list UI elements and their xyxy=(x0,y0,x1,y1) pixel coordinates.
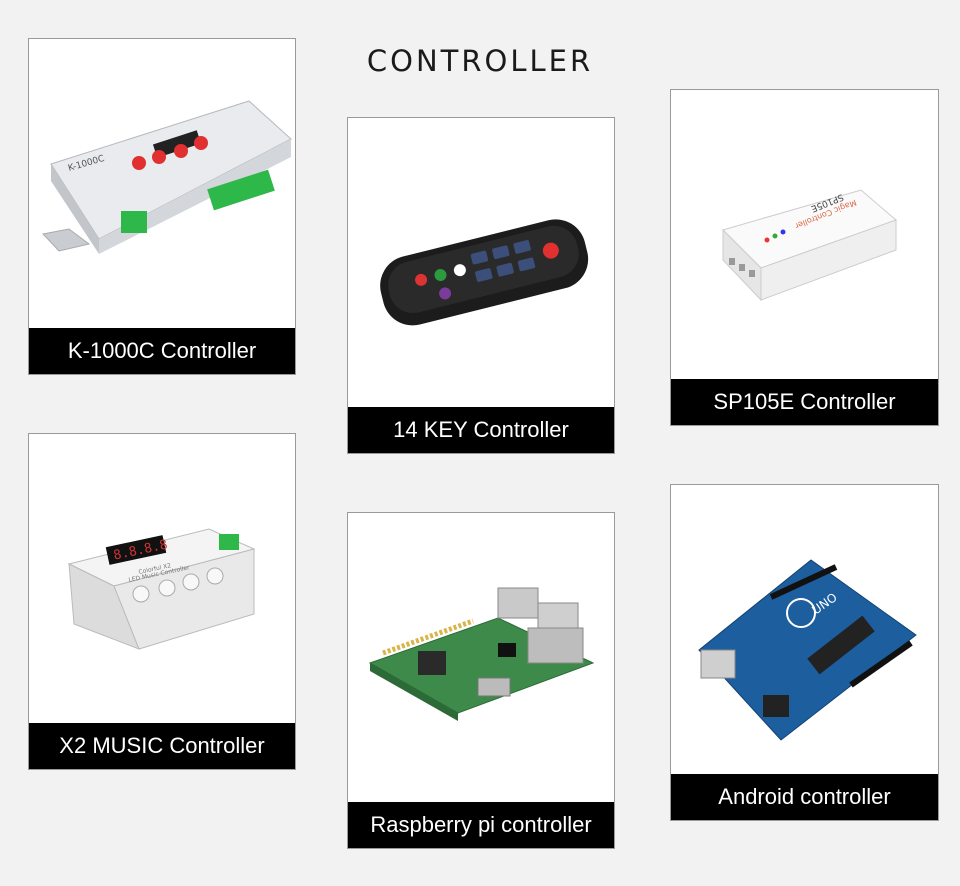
product-card-14key[interactable]: 14 KEY Controller xyxy=(347,117,615,454)
raspberry-pi-board-icon xyxy=(348,513,614,802)
page-title: CONTROLLER xyxy=(366,44,594,78)
bluetooth-controller-icon: SP105E Magic Controller xyxy=(671,90,938,379)
product-caption: 14 KEY Controller xyxy=(348,407,614,453)
product-card-x2music[interactable]: 8.8.8.8 Colorful X2 LED Music Controller… xyxy=(28,433,296,770)
music-controller-icon: 8.8.8.8 Colorful X2 LED Music Controller xyxy=(29,434,295,723)
product-caption: X2 MUSIC Controller xyxy=(29,723,295,769)
rf-remote-icon xyxy=(348,118,614,407)
product-caption: SP105E Controller xyxy=(671,379,938,425)
product-caption: K-1000C Controller xyxy=(29,328,295,374)
product-card-k1000c[interactable]: K-1000C K-1000C Controller xyxy=(28,38,296,375)
product-card-android[interactable]: UNO Android controller xyxy=(670,484,939,821)
arduino-board-icon: UNO xyxy=(671,485,938,774)
led-controller-box-icon: K-1000C xyxy=(29,39,295,328)
product-caption: Android controller xyxy=(671,774,938,820)
product-card-sp105e[interactable]: SP105E Magic Controller SP105E Controlle… xyxy=(670,89,939,426)
product-card-raspberry-pi[interactable]: Raspberry pi controller xyxy=(347,512,615,849)
product-caption: Raspberry pi controller xyxy=(348,802,614,848)
